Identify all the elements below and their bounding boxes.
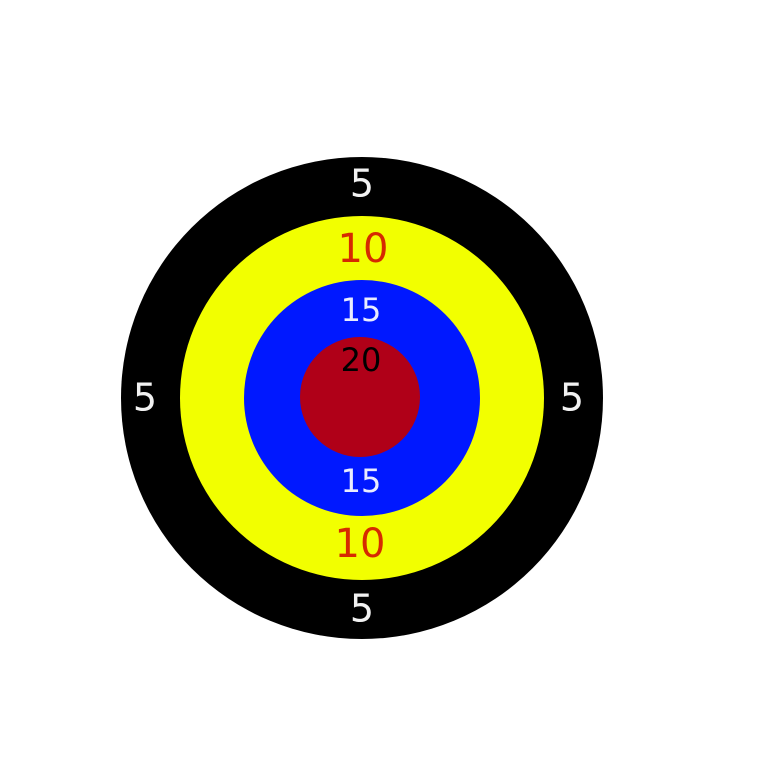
outer-ring-label-right: 5 — [560, 376, 584, 420]
second-ring-label-bottom: 10 — [335, 521, 386, 567]
third-ring-label-top: 15 — [341, 291, 382, 329]
outer-ring-label-left: 5 — [133, 376, 157, 420]
outer-ring-label-bottom: 5 — [350, 587, 374, 631]
bullseye-label: 20 — [341, 341, 382, 379]
bullseye-red — [300, 337, 420, 457]
second-ring-label-top: 10 — [338, 226, 389, 272]
third-ring-label-bottom: 15 — [341, 462, 382, 500]
outer-ring-label-top: 5 — [350, 162, 374, 206]
